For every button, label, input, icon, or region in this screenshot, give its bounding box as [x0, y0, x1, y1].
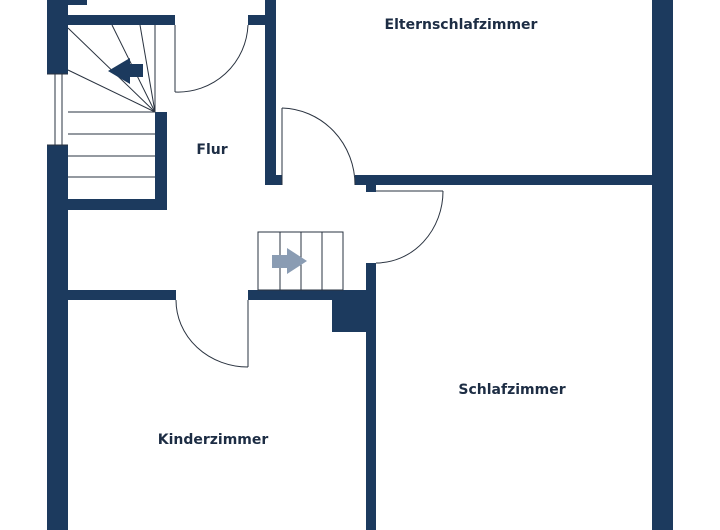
door-schlafzimmer — [375, 190, 444, 264]
wall-left-upper — [47, 0, 68, 74]
room-label-elternschlafzimmer: Elternschlafzimmer — [384, 17, 538, 33]
wall-top-left — [47, 0, 87, 5]
wall-mid-right — [248, 290, 376, 300]
wall-stub-door2 — [265, 175, 282, 185]
wall-stair-bottom — [68, 199, 167, 210]
wall-left-lower — [47, 145, 68, 530]
main-staircase — [67, 24, 156, 178]
room-label-flur: Flur — [196, 142, 228, 158]
wall-flur-right — [265, 0, 276, 185]
wall-top-stair — [68, 15, 175, 25]
walls — [47, 0, 673, 530]
stair-arrow-right-icon — [272, 248, 307, 274]
wall-chimney — [332, 300, 366, 332]
stair-arrow-up-icon — [108, 58, 143, 84]
window — [47, 73, 68, 146]
wall-stair-right — [155, 112, 167, 210]
wall-eltern-bottom — [355, 175, 652, 185]
wall-middle-vertical — [366, 263, 376, 530]
wall-stub-door3 — [366, 185, 376, 192]
wall-mid-left — [68, 290, 176, 300]
door-elternschlafzimmer — [281, 107, 356, 186]
room-label-kinderzimmer: Kinderzimmer — [157, 432, 269, 448]
doors — [174, 24, 444, 368]
room-label-schlafzimmer: Schlafzimmer — [458, 382, 566, 398]
door-flur-top — [174, 24, 249, 93]
wall-top-stub — [248, 15, 268, 25]
door-kinderzimmer — [175, 299, 249, 368]
wall-right-outer — [652, 0, 673, 530]
